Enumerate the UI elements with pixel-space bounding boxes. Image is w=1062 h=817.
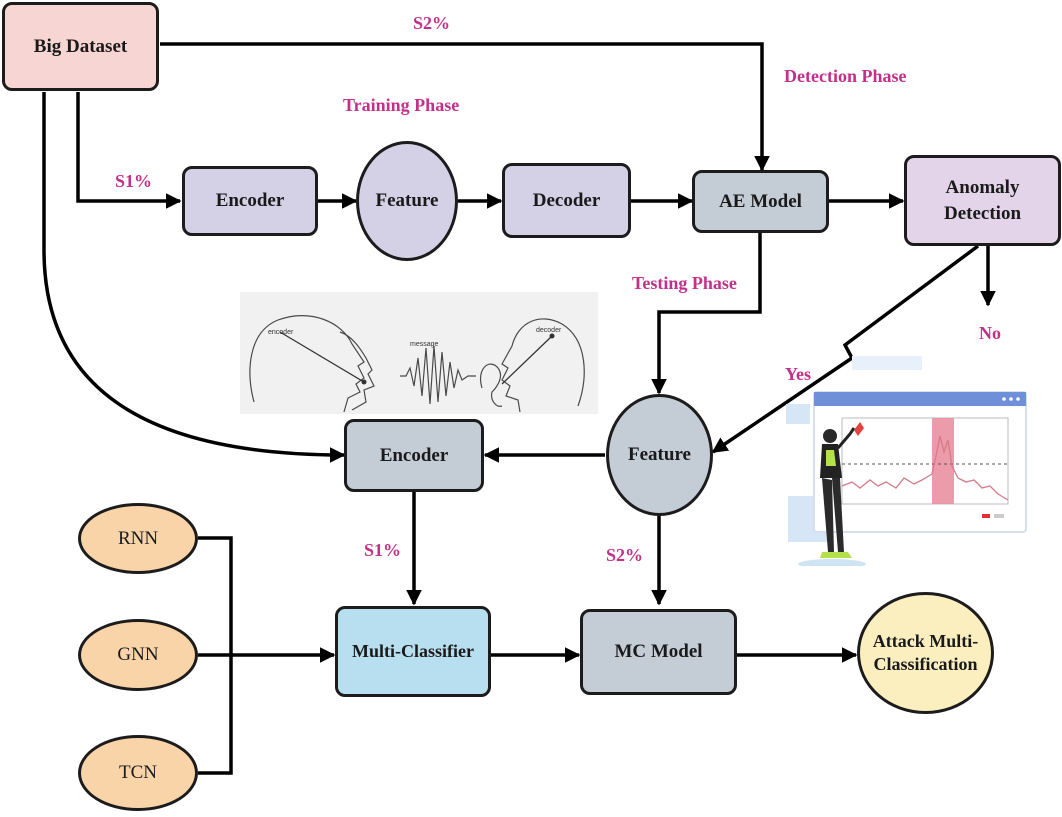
- illustration-message-text: message: [410, 341, 439, 348]
- decoder-node: Decoder: [502, 163, 631, 238]
- attack-multi-classification-node: Attack Multi-Classification: [857, 592, 994, 714]
- big-dataset-node: Big Dataset: [2, 2, 159, 91]
- arrow-dataset-to-ae-model: [160, 42, 770, 172]
- s2-bottom-label: S2%: [606, 545, 644, 565]
- illustration-decoder-text: decoder: [536, 327, 562, 334]
- anomaly-highlight: [932, 418, 954, 504]
- testing-phase-label: Testing Phase: [632, 273, 737, 293]
- no-label: No: [979, 323, 1001, 343]
- arrow-ae-to-feature-testing: [651, 232, 762, 395]
- feature-testing-node: Feature: [606, 394, 713, 516]
- anomaly-dashboard-illustration: [786, 356, 1027, 566]
- head-right-icon: [501, 318, 585, 413]
- face-profile-icon: [339, 331, 375, 411]
- person-head-icon: [823, 429, 837, 443]
- encoder-testing-node: Encoder: [344, 419, 484, 492]
- training-phase-label: Training Phase: [343, 95, 460, 115]
- alert-marker-icon: [854, 422, 864, 436]
- illustration-encoder-text: encoder: [268, 329, 294, 336]
- rnn-node: RNN: [78, 503, 198, 574]
- arrow-dataset-to-encoder-bottom: [42, 92, 346, 463]
- multi-classifier-node: Multi-Classifier: [335, 606, 491, 697]
- gnn-node: GNN: [78, 619, 198, 691]
- waveform-icon: [400, 345, 476, 405]
- tcn-node: TCN: [78, 735, 198, 811]
- s1-bottom-label: S1%: [364, 540, 402, 560]
- encoder-training-node: Encoder: [182, 166, 318, 236]
- s1-top-label: S1%: [115, 171, 153, 191]
- arrow-anomaly-to-feature-yes: [711, 244, 980, 454]
- detection-phase-label: Detection Phase: [784, 66, 907, 86]
- communication-illustration: encoder message decoder: [240, 292, 598, 414]
- yes-label: Yes: [785, 364, 811, 384]
- feature-training-node: Feature: [356, 141, 458, 261]
- ear-icon: [480, 363, 503, 407]
- mc-model-node: MC Model: [580, 609, 737, 695]
- arrow-dataset-to-encoder: [76, 92, 182, 209]
- ae-model-node: AE Model: [692, 170, 829, 233]
- anomaly-detection-node: Anomaly Detection: [904, 155, 1061, 246]
- s2-top-label: S2%: [413, 13, 451, 33]
- head-left-icon: [249, 315, 365, 413]
